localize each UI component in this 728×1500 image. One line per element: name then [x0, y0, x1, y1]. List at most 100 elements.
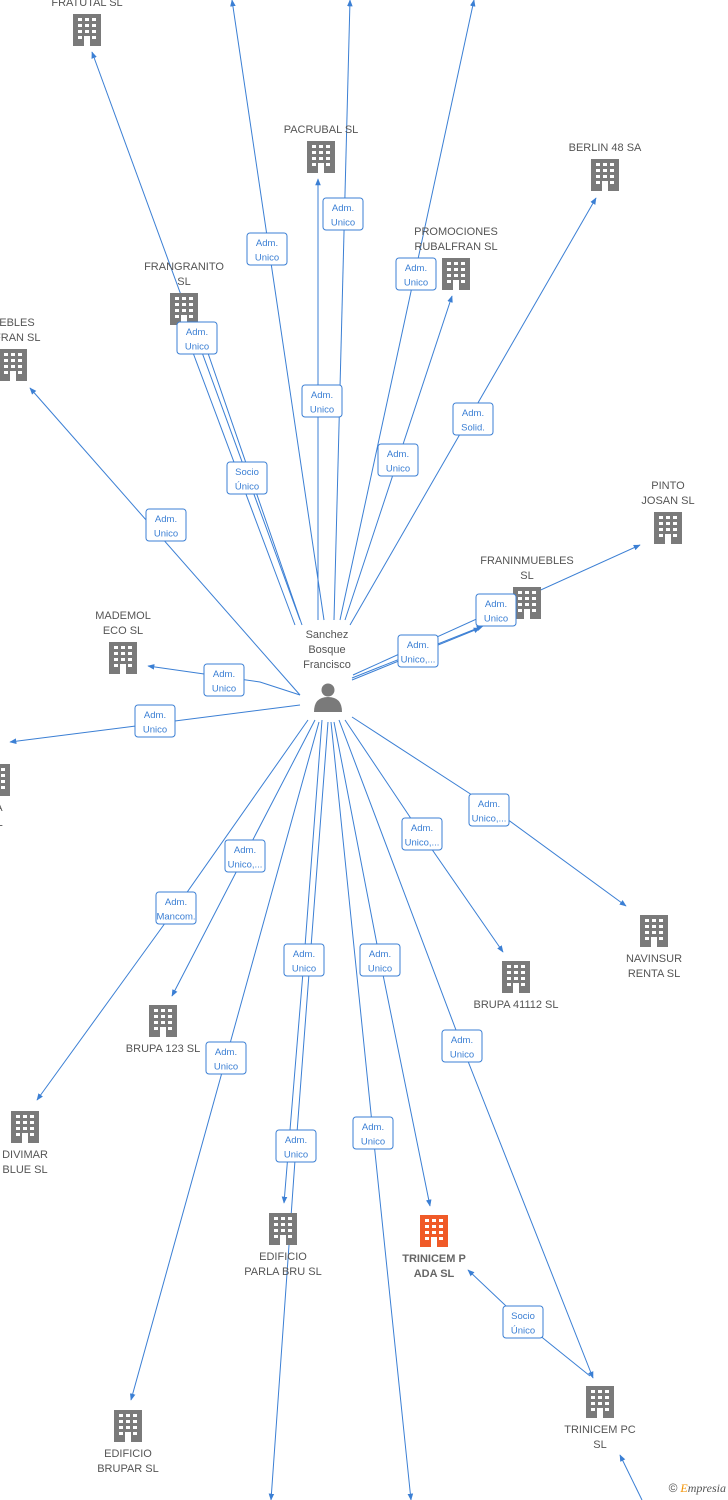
edge-line-e24: [330, 721, 414, 1500]
edge-label-text: Adm.: [186, 327, 208, 338]
edge-label-box: [224, 839, 266, 873]
edge-label-text: Unico,...: [401, 655, 436, 666]
edge-label-e16[interactable]: Adm.Unico,...: [468, 793, 510, 827]
edge-label-text: Unico,...: [228, 860, 263, 871]
edge-label-e23[interactable]: Adm.Unico: [359, 943, 401, 977]
edge-label-text: Unico: [386, 464, 410, 475]
edge-label-e19[interactable]: Adm.Mancom.: [155, 891, 197, 925]
edge-label-e10[interactable]: Adm.Solid.: [452, 402, 494, 436]
company-node-brupa123[interactable]: BRUPA 123 SL: [126, 1005, 200, 1055]
edge-label-box: [283, 943, 325, 977]
edge-label-e13[interactable]: Adm.Unico,...: [397, 634, 439, 668]
edge-label-text: Unico: [450, 1050, 474, 1061]
edge-label-text: Unico: [154, 529, 178, 540]
edge-label-e24[interactable]: Adm.Unico: [352, 1116, 394, 1150]
empresia-watermark: © Empresia: [669, 1481, 726, 1496]
edge-line-e3: [333, 0, 353, 621]
building-icon: [149, 1005, 177, 1037]
edge-label-e15[interactable]: Adm.Unico: [134, 704, 176, 738]
edge-line-extra-0: [619, 1454, 643, 1500]
edge-label-box: [397, 634, 439, 668]
building-icon: [0, 764, 10, 796]
building-icon: [114, 1410, 142, 1442]
edge-label-box: [401, 817, 443, 851]
edge-label-box: [275, 1129, 317, 1163]
company-name-label: PROMOCIONES: [414, 226, 498, 238]
edge-label-text: Adm.: [144, 710, 166, 721]
building-icon: [586, 1386, 614, 1418]
company-node-brupa41112[interactable]: BRUPA 41112 SL: [474, 961, 559, 1011]
edge-label-e6[interactable]: Adm.Unico: [176, 321, 218, 355]
edge-label-text: Único: [235, 482, 259, 493]
edge-label-e21[interactable]: Adm.Unico: [205, 1041, 247, 1075]
company-name-label: DIVIMAR: [2, 1149, 48, 1161]
edge-label-text: Único: [511, 1326, 535, 1337]
copyright-symbol: ©: [668, 1481, 678, 1495]
edge-label-text: Socio: [235, 467, 259, 478]
brand-initial: E: [680, 1481, 688, 1495]
company-name-label: SL: [520, 570, 533, 582]
edge-label-text: Adm.: [369, 949, 391, 960]
building-icon: [0, 349, 27, 381]
edge-label-box: [452, 402, 494, 436]
edge-label-text: Adm.: [165, 897, 187, 908]
edge-label-e2[interactable]: Adm.Unico: [301, 384, 343, 418]
edge-label-box: [395, 257, 437, 291]
company-node-pacrubal[interactable]: PACRUBAL SL: [284, 124, 359, 173]
edge-label-e18[interactable]: Adm.Unico,...: [224, 839, 266, 873]
edge-label-box: [377, 443, 419, 477]
edge-label-box: [246, 232, 288, 266]
edge-label-e17[interactable]: Adm.Unico,...: [401, 817, 443, 851]
edge-label-e9[interactable]: Adm.Unico: [377, 443, 419, 477]
company-node-berlin[interactable]: BERLIN 48 SA: [569, 142, 642, 191]
company-name-label: SL: [177, 276, 190, 288]
edge-label-e3[interactable]: Adm.Unico: [322, 197, 364, 231]
company-name-label: SL: [593, 1439, 606, 1451]
edge-label-e20[interactable]: Adm.Unico: [283, 943, 325, 977]
building-icon: [513, 587, 541, 619]
edge-label-text: Unico: [284, 1150, 308, 1161]
company-name-label: FRANINMUEBLES: [480, 555, 574, 567]
edge-label-e22[interactable]: Adm.Unico: [275, 1129, 317, 1163]
edge-line-e22: [268, 721, 329, 1500]
edge-label-text: Adm.: [215, 1047, 237, 1058]
edge-label-e14[interactable]: Adm.Unico: [203, 663, 245, 697]
company-node-fratutal[interactable]: FRATUTAL SL: [51, 0, 123, 46]
edge-label-e11[interactable]: Adm.Unico: [475, 593, 517, 627]
company-name-label: BRUPAR SL: [97, 1463, 159, 1475]
edge-label-text: Socio: [511, 1311, 535, 1322]
edge-label-box: [134, 704, 176, 738]
person-icon: [321, 683, 335, 697]
edge-label-text: Unico: [361, 1137, 385, 1148]
company-node-muebles[interactable]: UEBLESOFRAN SL: [0, 317, 41, 381]
person-name-label: Sanchez: [306, 629, 349, 641]
edge-label-e5[interactable]: Adm.Unico: [395, 257, 437, 291]
building-icon: [502, 961, 530, 993]
edge-line-e5: [339, 0, 476, 621]
building-icon: [420, 1215, 448, 1247]
building-icon: [11, 1111, 39, 1143]
brand-name: mpresia: [687, 1481, 726, 1495]
edge-label-e8[interactable]: Adm.Unico: [145, 508, 187, 542]
company-node-franinmuebles[interactable]: FRANINMUEBLES SL: [480, 555, 574, 619]
edge-label-box: [322, 197, 364, 231]
edge-label-text: Adm.: [311, 390, 333, 401]
edge-label-e1[interactable]: Adm.Unico: [246, 232, 288, 266]
edge-label-text: Adm.: [332, 203, 354, 214]
company-name-label: RENTA SL: [628, 968, 680, 980]
edge-label-e25[interactable]: Adm.Unico: [441, 1029, 483, 1063]
